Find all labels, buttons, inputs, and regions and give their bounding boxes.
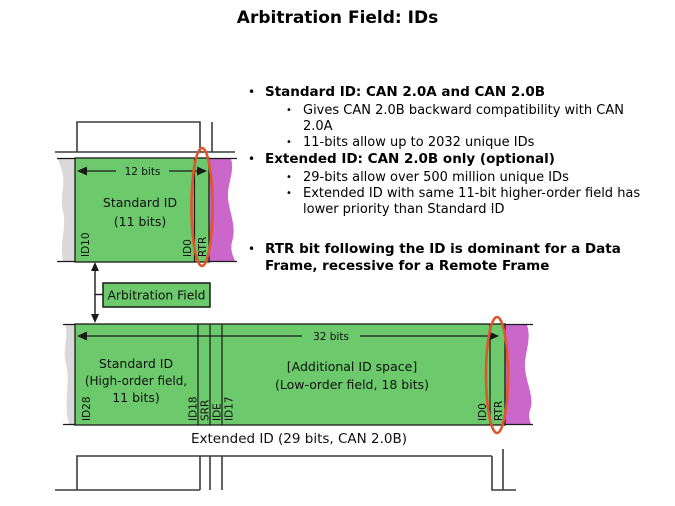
sub-bullet: • Extended ID with same 11-bit higher-or… [286, 186, 672, 218]
page-title: Arbitration Field: IDs [236, 8, 439, 28]
arbitration-field-callout: Arbitration Field [91, 262, 211, 323]
standard-id-field-rect [74, 157, 210, 263]
rtr-highlight-ellipse [484, 315, 510, 435]
high-order-label-3: 11 bits) [112, 390, 160, 405]
bullet-icon: • [286, 188, 292, 199]
bit-label-rtr: RTR [197, 237, 209, 257]
bullet-extended-id: • Extended ID: CAN 2.0B only (optional) [240, 151, 672, 168]
bullet-icon: • [286, 137, 292, 148]
high-order-label-2: (High-order field, [85, 374, 187, 388]
waveform-trace [55, 121, 235, 153]
sub-bullets-standard-id: • Gives CAN 2.0B backward compatibility … [286, 103, 672, 151]
bullet-label: Standard ID: CAN 2.0A and CAN 2.0B [265, 84, 546, 100]
bullet-rtr: • RTR bit following the ID is dominant f… [240, 241, 672, 275]
extended-id-band: 32 bits Standard ID (High-order field, 1… [63, 315, 533, 435]
bit-label-id17: ID17 [224, 396, 236, 421]
bullet-icon: • [286, 172, 292, 183]
bit-label-rtr: RTR [493, 401, 505, 421]
high-order-label-1: Standard ID [99, 356, 173, 371]
frame-waveform-top [55, 121, 235, 153]
extended-id-caption: Extended ID (29 bits, CAN 2.0B) [191, 431, 407, 447]
sub-bullet-label: 29-bits allow over 500 million unique ID… [303, 170, 569, 185]
waveform-trace [55, 449, 516, 491]
standard-id-band: 12 bits Standard ID (11 bits) ID10 ID0 R… [57, 146, 237, 268]
bullet-label: RTR bit following the ID is dominant for… [265, 241, 621, 274]
extended-id-field-rect [74, 323, 506, 426]
bit-label-id0: ID0 [477, 403, 489, 421]
sub-bullet: • 29-bits allow over 500 million unique … [286, 170, 672, 186]
sub-bullets-extended-id: • 29-bits allow over 500 million unique … [286, 170, 672, 218]
span-arrow [91, 262, 103, 323]
arbitration-field-box [102, 282, 211, 308]
bullet-icon: • [248, 242, 256, 256]
bit-label-id18: ID18 [188, 396, 200, 421]
sub-bullet-label: 11-bits allow up to 2032 unique IDs [303, 135, 535, 150]
standard-id-label: Standard ID [103, 195, 177, 210]
rtr-highlight-ellipse [190, 146, 214, 268]
bit-label-id10: ID10 [80, 232, 92, 257]
bullet-icon: • [286, 105, 292, 116]
bit-label-id0: ID0 [182, 239, 194, 257]
frame-waveform-bottom [55, 449, 516, 491]
bit-label-ide: IDE [212, 403, 224, 421]
standard-id-bits-label: (11 bits) [114, 214, 166, 229]
32-bits-label: 32 bits [313, 331, 349, 343]
additional-id-label-2: (Low-order field, 18 bits) [275, 377, 429, 392]
bit-label-id28: ID28 [81, 396, 93, 421]
previous-field-gray-shape [64, 325, 76, 424]
bullet-icon: • [248, 85, 256, 99]
arbitration-field-label: Arbitration Field [108, 288, 206, 303]
sub-bullet-label: Extended ID with same 11-bit higher-orde… [303, 186, 641, 217]
32-bits-arrow [77, 331, 499, 341]
additional-id-label-1: [Additional ID space] [287, 359, 417, 374]
sub-bullet: • Gives CAN 2.0B backward compatibility … [286, 103, 672, 135]
sub-bullet: • 11-bits allow up to 2032 unique IDs [286, 135, 672, 151]
previous-field-gray-shape [58, 159, 75, 261]
bit-label-srr: SRR [200, 400, 212, 421]
sub-bullet-label: Gives CAN 2.0B backward compatibility wi… [303, 103, 624, 134]
next-field-magenta-shape [209, 159, 235, 261]
bullet-icon: • [248, 152, 256, 166]
12-bits-label: 12 bits [125, 166, 161, 178]
next-field-magenta-shape [504, 325, 532, 424]
bullet-label: Extended ID: CAN 2.0B only (optional) [265, 151, 555, 167]
bullet-list: • Standard ID: CAN 2.0A and CAN 2.0B • G… [240, 84, 672, 275]
bullet-standard-id: • Standard ID: CAN 2.0A and CAN 2.0B [240, 84, 672, 101]
